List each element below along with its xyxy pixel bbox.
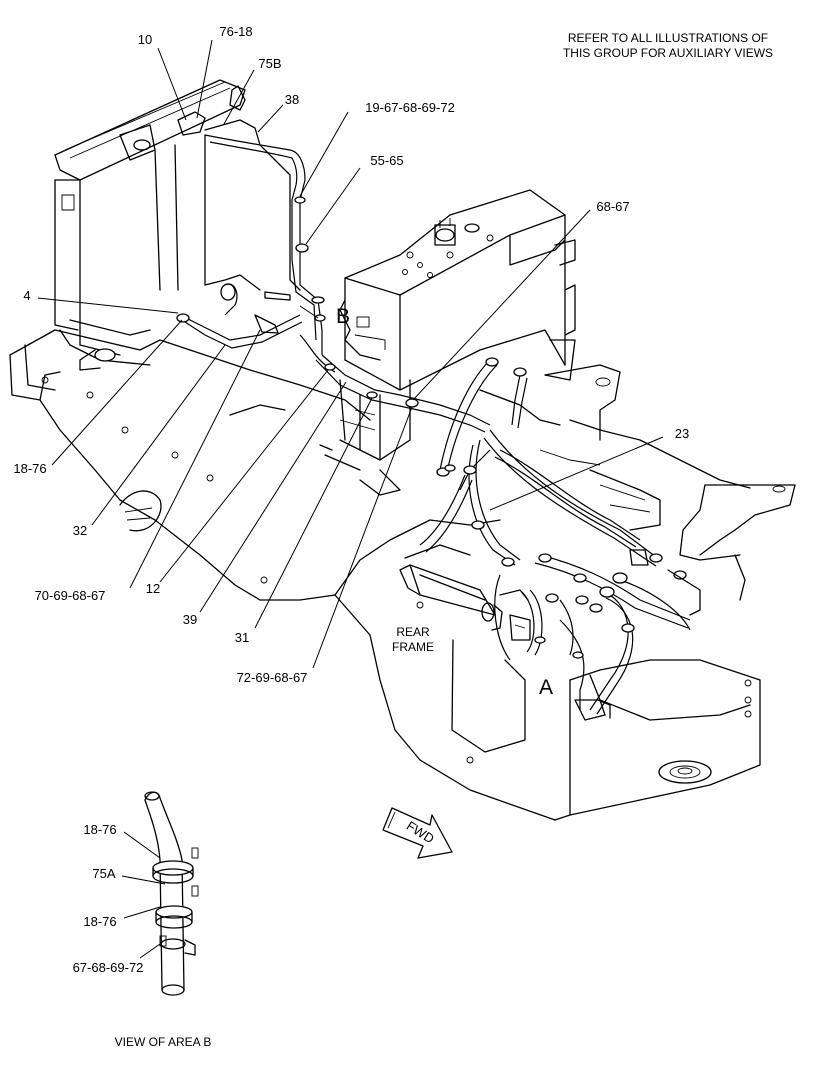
- callout-38: 38: [285, 92, 299, 107]
- callout-31: 31: [235, 630, 249, 645]
- detail-callout-75A: 75A: [92, 866, 115, 881]
- callout-70-69-68-67: 70-69-68-67: [35, 588, 106, 603]
- callout-32: 32: [73, 523, 87, 538]
- callout-19-67-68-69-72: 19-67-68-69-72: [365, 100, 455, 115]
- fwd-arrow-label: FWD: [404, 818, 437, 846]
- callout-75B: 75B: [258, 56, 281, 71]
- pipe-routing: [176, 134, 701, 721]
- callout-18-76: 18-76: [13, 461, 46, 476]
- rear-frame-label-line1: REAR: [396, 625, 430, 639]
- callout-12: 12: [146, 581, 160, 596]
- callout-76-18: 76-18: [219, 24, 252, 39]
- auxiliary-note-line1: REFER TO ALL ILLUSTRATIONS OF: [568, 31, 768, 45]
- callout-39: 39: [183, 612, 197, 627]
- callout-4: 4: [23, 288, 30, 303]
- labels: REFER TO ALL ILLUSTRATIONS OF THIS GROUP…: [13, 24, 773, 1049]
- detail-view-area-b: [144, 791, 199, 996]
- radiator-drawing: [54, 79, 301, 371]
- area-label-a: A: [539, 676, 553, 699]
- callout-23: 23: [675, 426, 689, 441]
- area-label-b: B: [336, 305, 350, 328]
- detail-callout-67-68-69-72: 67-68-69-72: [73, 960, 144, 975]
- callout-72-69-68-67: 72-69-68-67: [237, 670, 308, 685]
- fwd-arrow: [382, 807, 453, 859]
- leader-lines: [37, 39, 664, 959]
- callout-10: 10: [138, 32, 152, 47]
- detail-callout-18-76-mid: 18-76: [83, 914, 116, 929]
- detail-view-caption: VIEW OF AREA B: [115, 1035, 212, 1049]
- detail-callout-18-76-top: 18-76: [83, 822, 116, 837]
- hydraulic-tank-drawing: [319, 189, 576, 496]
- auxiliary-note-line2: THIS GROUP FOR AUXILIARY VIEWS: [563, 46, 773, 60]
- rear-frame-drawing: [9, 319, 796, 821]
- callout-55-65: 55-65: [370, 153, 403, 168]
- callout-68-67: 68-67: [596, 199, 629, 214]
- rear-frame-label-line2: FRAME: [392, 640, 434, 654]
